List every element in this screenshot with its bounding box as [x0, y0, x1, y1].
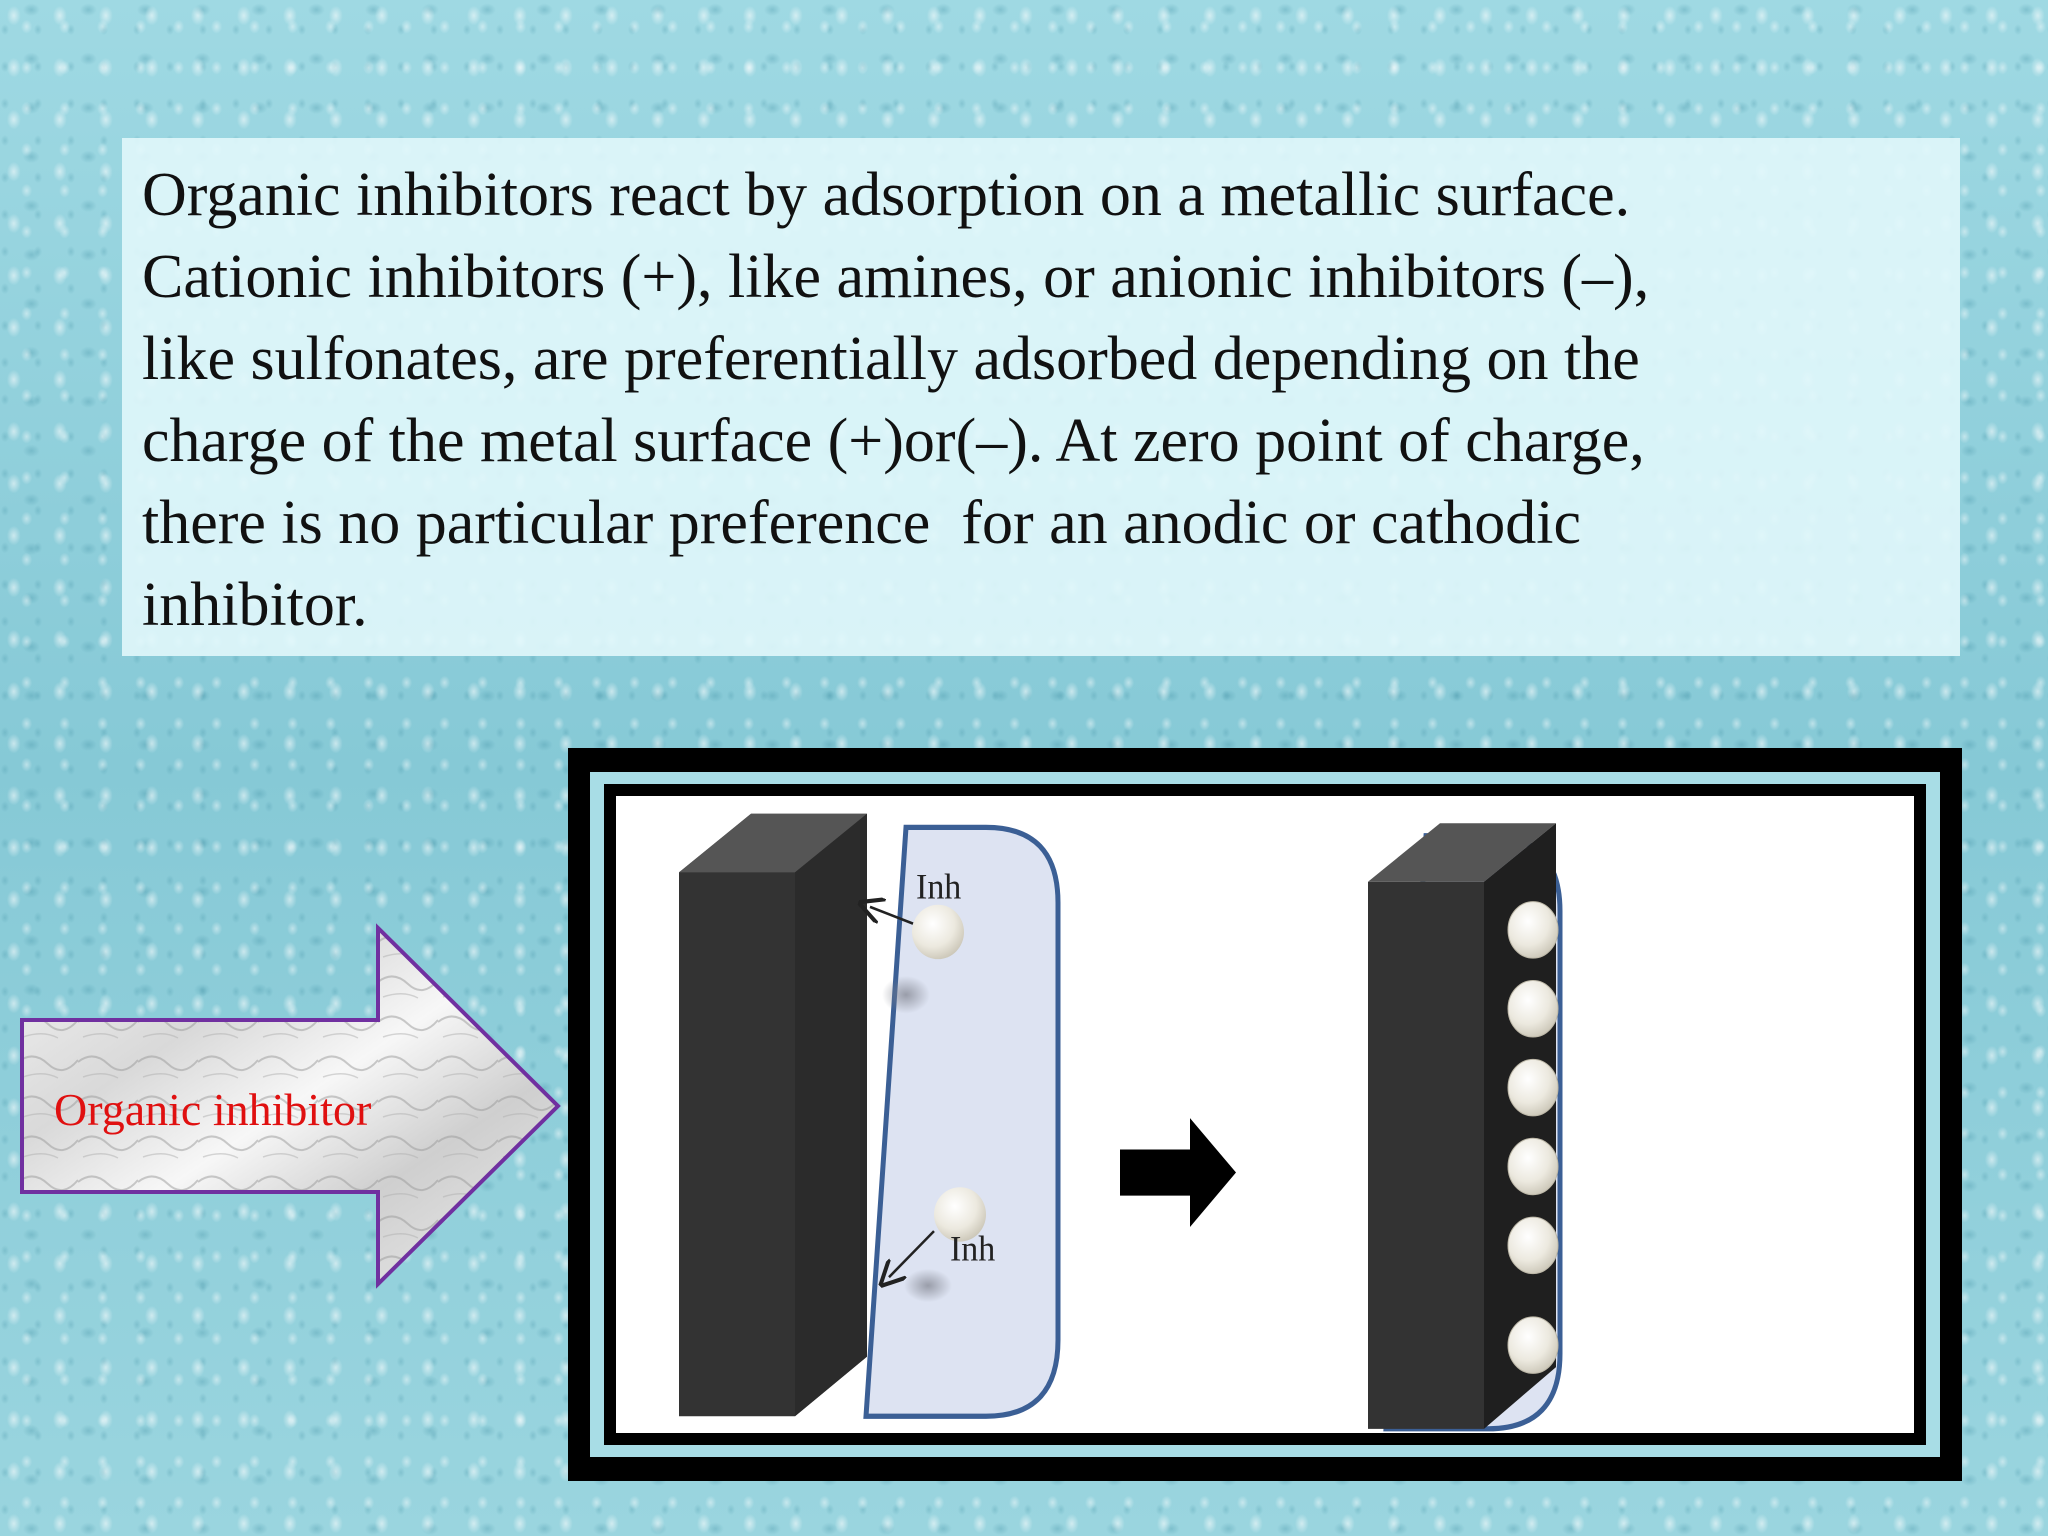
paragraph-line: there is no particular preference for an… [142, 489, 1582, 557]
inh-label: Inh [950, 1229, 995, 1269]
adsorbed-inhibitor-molecule [1507, 1137, 1559, 1196]
frame-inner-border: Inh Inh [604, 784, 1926, 1445]
metal-block-top [1368, 823, 1556, 882]
inhibitor-molecule [934, 1187, 986, 1242]
before-panel: Inh Inh [679, 813, 1061, 1419]
adsorbed-inhibitor-molecule [1507, 1058, 1559, 1117]
inh-label: Inh [916, 867, 961, 907]
adsorption-diagram-svg: Inh Inh [679, 813, 1563, 1432]
paragraph-line: charge of the metal surface (+)or(–). At… [142, 407, 1645, 475]
arrow-outline [20, 923, 561, 1289]
adsorption-diagram: Inh Inh [616, 796, 1914, 1433]
solution-region [863, 824, 1061, 1419]
paragraph-line: Cationic inhibitors (+), like amines, or… [142, 243, 1650, 311]
frame-mat: Inh Inh [590, 772, 1940, 1457]
adsorption-arrow [870, 907, 914, 925]
transition-arrow-icon [1120, 1118, 1236, 1227]
adsorbed-inhibitor-molecule [1507, 979, 1559, 1038]
adsorbed-inhibitor-molecule [1507, 1316, 1559, 1374]
metal-block [1368, 881, 1484, 1429]
metal-block-side [1484, 823, 1556, 1429]
adsorption-arrow [889, 1230, 935, 1277]
adsorbed-inhibitor-molecule [1507, 901, 1559, 959]
paragraph-line: like sulfonates, are preferentially adso… [142, 325, 1640, 393]
inhibitor-shadow [904, 1268, 952, 1303]
diagram-frame: Inh Inh [568, 748, 1962, 1481]
paragraph-line: Organic inhibitors react by adsorption o… [142, 161, 1631, 229]
after-panel [1368, 823, 1563, 1432]
organic-inhibitor-callout: Organic inhibitor [18, 922, 564, 1292]
metal-block-side [795, 813, 867, 1417]
organic-inhibitor-label: Organic inhibitor [54, 1084, 372, 1135]
metal-block-top [679, 813, 867, 873]
paragraph-line: inhibitor. [142, 571, 368, 639]
text-panel: Organic inhibitors react by adsorption o… [122, 138, 1960, 656]
inhibitor-molecule [912, 904, 964, 960]
inhibitor-shadow [882, 975, 930, 1014]
adsorbed-inhibitor-molecule [1507, 1216, 1559, 1275]
block-arrow-shape [20, 923, 561, 1289]
